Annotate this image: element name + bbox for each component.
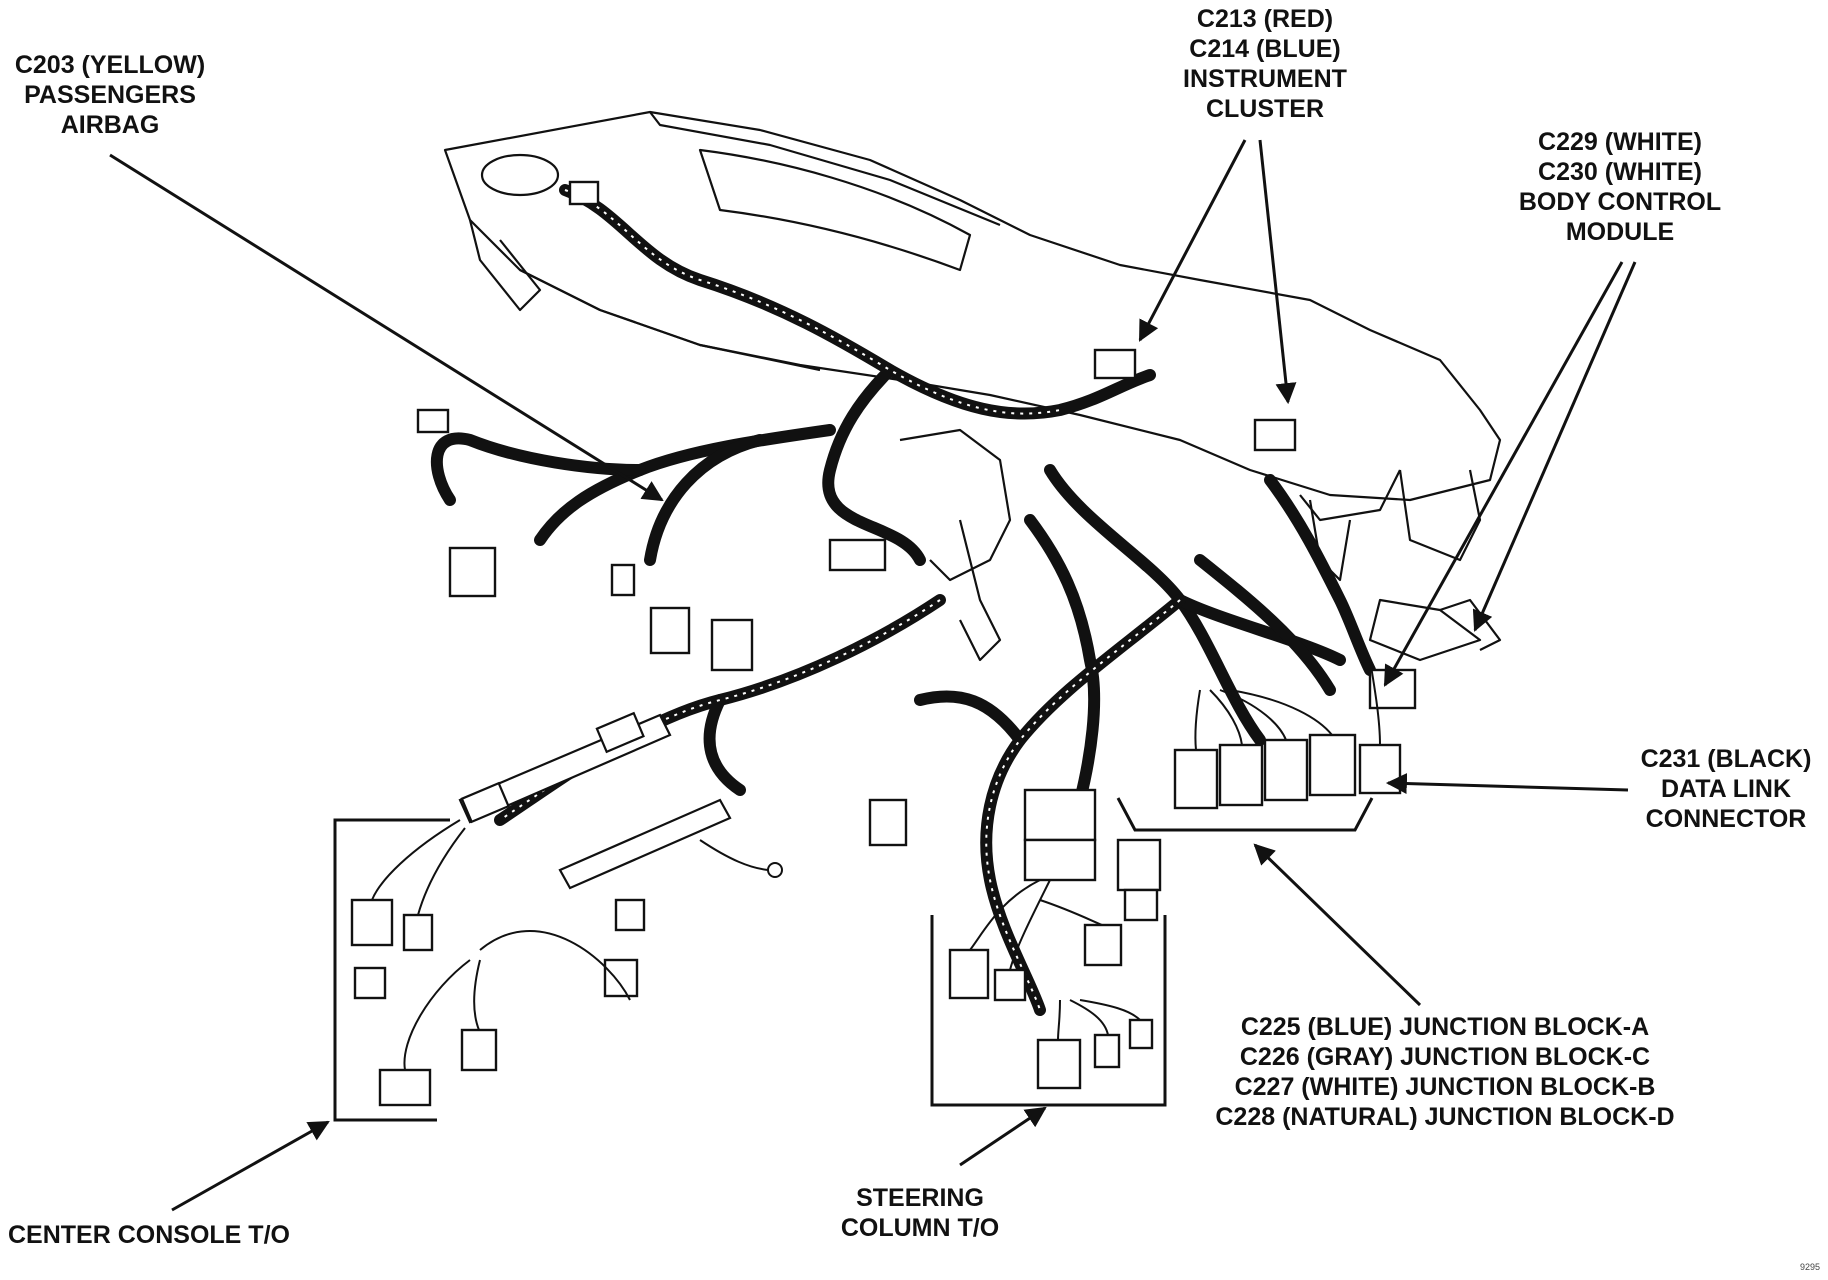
label-line: C225 (BLUE) JUNCTION BLOCK-A — [1240, 1013, 1650, 1041]
harness-support-rail — [458, 711, 732, 890]
arrow-cluster-c213 — [1138, 139, 1247, 342]
callout-steering-column: STEERING COLUMN T/O — [820, 1183, 1020, 1243]
figure-id: 9295 — [1799, 1262, 1820, 1272]
callout-junction-block: C225 (BLUE) JUNCTION BLOCK-A C226 (GRAY)… — [1175, 1012, 1715, 1132]
harness-tape-texture — [499, 189, 1181, 1011]
label-line: CLUSTER — [1205, 95, 1325, 123]
steering-bracket — [930, 915, 1167, 1107]
callout-data-link-connector: C231 (BLACK) DATA LINK CONNECTOR — [1626, 744, 1826, 834]
arrow-bcm-c230 — [1472, 261, 1637, 632]
label-line: CENTER CONSOLE T/O — [8, 1221, 290, 1249]
arrow-steering — [959, 1106, 1047, 1167]
label-line: PASSENGERS — [24, 81, 196, 109]
label-line: AIRBAG — [60, 111, 160, 139]
label-line: INSTRUMENT — [1183, 65, 1347, 93]
wiring-harness — [431, 184, 1376, 1016]
group-brackets — [333, 797, 1374, 1122]
label-line: DATA LINK — [1660, 775, 1792, 803]
callout-instrument-cluster: C213 (RED) C214 (BLUE) INSTRUMENT CLUSTE… — [1160, 4, 1370, 124]
label-line: C226 (GRAY) JUNCTION BLOCK-C — [1239, 1043, 1651, 1071]
arrow-junction — [1253, 843, 1422, 1007]
connector-blocks — [350, 180, 1417, 1107]
connector-leads — [371, 659, 1381, 1071]
label-line: C229 (WHITE) — [1538, 128, 1702, 156]
callout-c203-passengers-airbag: C203 (YELLOW) PASSENGERS AIRBAG — [10, 50, 210, 140]
label-line: CONNECTOR — [1645, 805, 1807, 833]
callout-center-console: CENTER CONSOLE T/O — [8, 1220, 338, 1250]
console-bracket — [333, 818, 450, 1122]
label-line: C227 (WHITE) JUNCTION BLOCK-B — [1234, 1073, 1656, 1101]
arrow-cluster-c214 — [1258, 139, 1297, 405]
arrow-bcm-c229 — [1383, 261, 1624, 687]
instrument-panel — [443, 110, 1502, 662]
arrow-dlc — [1385, 773, 1629, 795]
leader-arrows — [109, 139, 1637, 1212]
label-line: MODULE — [1565, 218, 1675, 246]
label-line: C203 (YELLOW) — [14, 51, 206, 79]
label-line: C214 (BLUE) — [1189, 35, 1341, 63]
arrow-c203 — [109, 153, 664, 502]
arrow-console — [171, 1120, 330, 1212]
junction-bracket — [1116, 797, 1374, 832]
label-line: C231 (BLACK) — [1640, 745, 1812, 773]
callout-body-control-module: C229 (WHITE) C230 (WHITE) BODY CONTROL M… — [1500, 127, 1740, 247]
label-line: C230 (WHITE) — [1538, 158, 1702, 186]
label-line: C228 (NATURAL) JUNCTION BLOCK-D — [1215, 1103, 1675, 1131]
label-line: BODY CONTROL — [1518, 188, 1722, 216]
label-line: COLUMN T/O — [840, 1214, 1000, 1242]
label-line: C213 (RED) — [1196, 5, 1334, 33]
label-line: STEERING — [856, 1184, 984, 1212]
